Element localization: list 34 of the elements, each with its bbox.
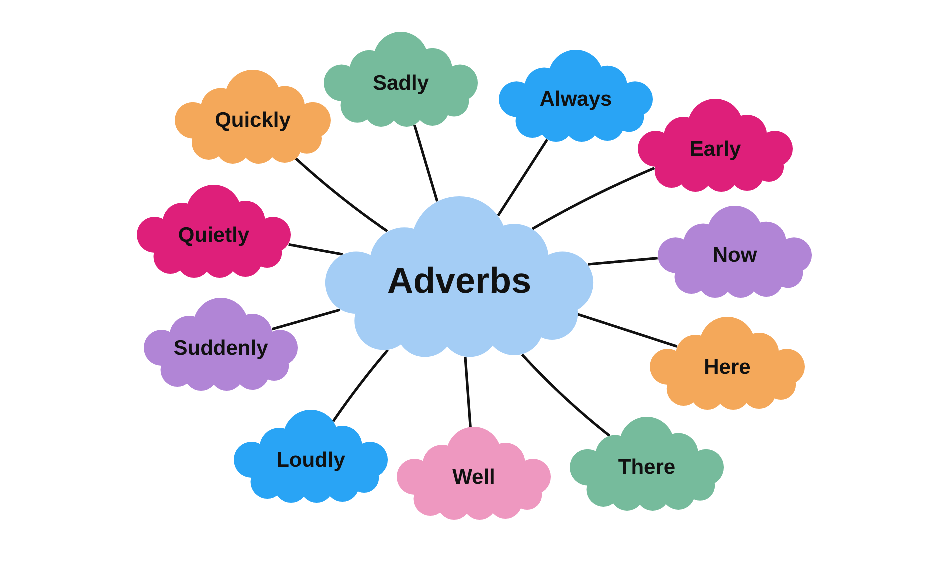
cloud-node bbox=[656, 204, 814, 299]
connector-line bbox=[295, 158, 388, 233]
connector-line bbox=[532, 167, 656, 230]
adverb-label: Now bbox=[712, 244, 758, 269]
cloud-node bbox=[636, 97, 795, 193]
connector-line bbox=[332, 349, 390, 422]
connector-line bbox=[288, 243, 344, 256]
connector-line bbox=[588, 257, 658, 266]
adverb-label: Quickly bbox=[215, 109, 291, 134]
connector-line bbox=[464, 356, 472, 428]
cloud-node bbox=[142, 296, 300, 392]
adverb-label: Sadly bbox=[372, 72, 430, 96]
cloud-node bbox=[232, 408, 390, 504]
adverb-label: There bbox=[618, 456, 676, 481]
adverb-label: Always bbox=[540, 88, 612, 113]
adverb-label: Suddenly bbox=[174, 336, 268, 362]
adverb-label: Quietly bbox=[178, 224, 250, 248]
connector-line bbox=[577, 313, 678, 348]
connector-line bbox=[521, 354, 611, 438]
cloud-node bbox=[568, 415, 726, 512]
connector-line bbox=[414, 124, 439, 202]
adverb-label: Well bbox=[452, 466, 496, 490]
cloud-node bbox=[322, 30, 480, 128]
cloud-node bbox=[497, 48, 655, 143]
adverb-label: Loudly bbox=[276, 448, 346, 474]
cloud-node bbox=[648, 315, 807, 411]
adverb-label: Here bbox=[704, 356, 751, 380]
cloud-node bbox=[395, 425, 553, 521]
connector-line bbox=[272, 308, 341, 331]
cloud-node bbox=[135, 183, 293, 279]
cloud-node bbox=[173, 68, 333, 165]
adverb-label: Early bbox=[690, 138, 742, 162]
connector-line bbox=[497, 138, 549, 217]
central-topic-label: Adverbs bbox=[387, 260, 532, 302]
